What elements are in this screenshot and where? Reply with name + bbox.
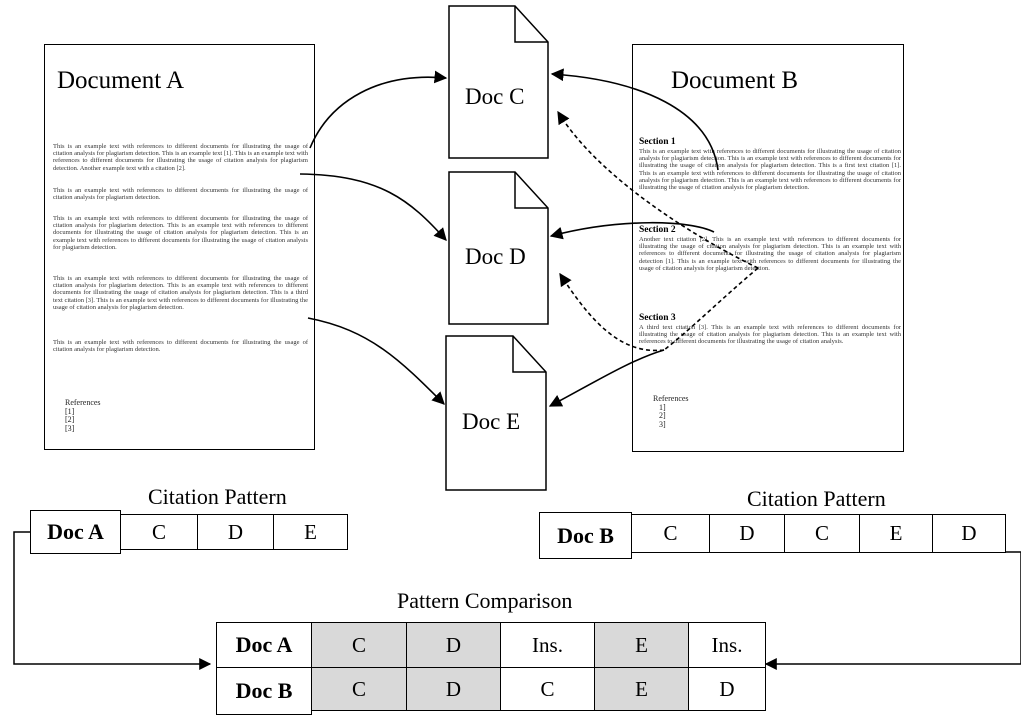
pattern-b-caption: Citation Pattern (747, 486, 886, 511)
document-a-paragraph: This is an example text with references … (53, 215, 308, 251)
section-heading: Section 1 (639, 137, 676, 147)
pattern-b-cell: D (709, 514, 785, 553)
arrow-b-to-c-dashed (557, 110, 759, 269)
comparison-caption: Pattern Comparison (397, 588, 573, 613)
comparison-row-b-cell: D (406, 667, 501, 711)
pattern-a-cell: D (197, 514, 274, 550)
references-heading: References (65, 398, 101, 407)
doc-d-label: Doc D (465, 244, 526, 269)
document-a-paragraph: This is an example text with references … (53, 339, 308, 354)
comparison-row-a-cell: Ins. (688, 622, 766, 668)
pattern-a-cell: E (273, 514, 348, 550)
document-b-page: Document B Section 1 This is an example … (632, 44, 904, 452)
document-b-references: References 1] 2] 3] (653, 394, 689, 429)
connector-pattern-a (13, 531, 212, 670)
doc-e-fold (512, 336, 546, 373)
pattern-b-cell: C (631, 514, 710, 553)
pattern-b-header: Doc B (539, 512, 632, 559)
comparison-row-a-cell: E (594, 622, 689, 668)
document-a-title: Document A (57, 67, 185, 94)
comparison-row-a-cell: Ins. (500, 622, 595, 668)
doc-e-label: Doc E (462, 409, 521, 434)
doc-d-fold (514, 172, 548, 209)
arrow-a-to-d (299, 173, 447, 241)
document-a-references: References [1] [2] [3] (65, 398, 101, 433)
reference-item: 2] (659, 411, 666, 420)
document-a-paragraph: This is an example text with references … (53, 187, 308, 202)
arrow-b-to-d-dashed (559, 272, 665, 352)
pattern-b-cell: E (859, 514, 933, 553)
references-heading: References (653, 394, 689, 403)
document-a-paragraph: This is an example text with references … (53, 275, 308, 311)
comparison-row-b-cell: D (688, 667, 766, 711)
doc-d-file-icon (448, 171, 549, 325)
connector-pattern-b (764, 551, 1021, 670)
comparison-row-a-cell: D (406, 622, 501, 668)
doc-e-file-icon (445, 335, 547, 491)
dashed-link-section2 (663, 267, 759, 351)
arrow-b-to-e (548, 349, 665, 407)
comparison-row-a-header: Doc A (216, 622, 312, 668)
reference-item: [1] (65, 406, 75, 416)
arrow-a-to-c (309, 70, 448, 149)
arrow-b-to-d (549, 221, 715, 240)
document-a-page: Document A This is an example text with … (44, 44, 315, 450)
section-text: Another text citation [2]. This is an ex… (639, 236, 901, 272)
document-b-title: Document B (671, 67, 799, 94)
comparison-row-b-cell: E (594, 667, 689, 711)
section-heading: Section 2 (639, 225, 676, 235)
comparison-row-b-cell: C (311, 667, 407, 711)
section-text: A third text citation [3]. This is an ex… (639, 324, 901, 346)
reference-item: [2] (65, 415, 75, 424)
section-heading: Section 3 (639, 313, 676, 323)
pattern-a-cell: C (120, 514, 198, 550)
section-text: This is an example text with references … (639, 148, 901, 192)
pattern-a-header: Doc A (30, 510, 121, 554)
pattern-b-cell: D (932, 514, 1006, 553)
comparison-row-b-cell: C (500, 667, 595, 711)
reference-item: [3] (65, 423, 75, 433)
arrow-b-to-c (550, 68, 719, 171)
reference-item: 3] (659, 419, 666, 429)
doc-c-fold (514, 6, 548, 43)
doc-c-file-icon (448, 5, 549, 159)
comparison-row-b-header: Doc B (216, 667, 312, 715)
arrow-a-to-e (307, 317, 445, 405)
pattern-b-cell: C (784, 514, 860, 553)
pattern-a-caption: Citation Pattern (148, 484, 287, 509)
reference-item: 1] (659, 402, 666, 412)
comparison-row-a-cell: C (311, 622, 407, 668)
doc-c-label: Doc C (465, 84, 525, 109)
document-a-paragraph: This is an example text with references … (53, 143, 308, 172)
